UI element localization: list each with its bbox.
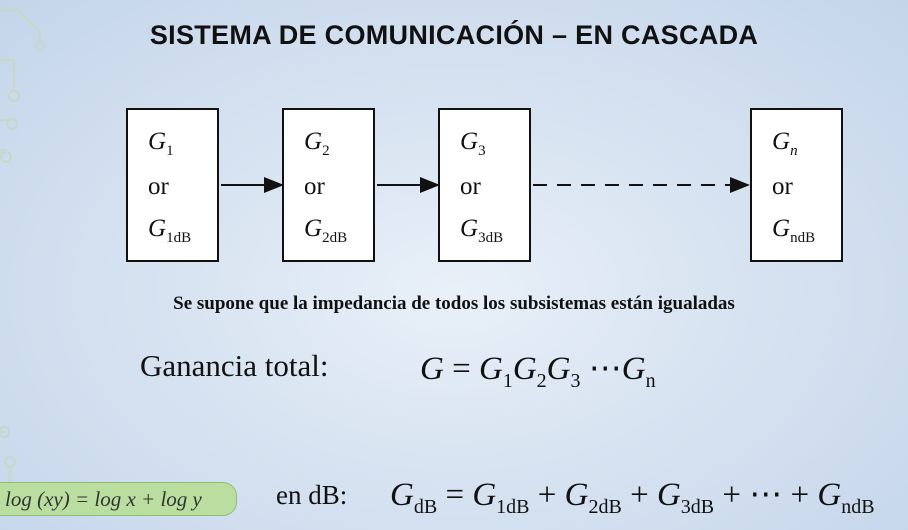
- impedance-note: Se supone que la impedancia de todos los…: [173, 293, 735, 314]
- block-gain-label: G2: [304, 128, 330, 159]
- gain-block-3: G3 or G3dB: [438, 108, 531, 262]
- block-db-label: G1dB: [148, 215, 192, 246]
- db-gain-formula: GdB = G1dB + G2dB + G3dB + ⋯ + GndB: [390, 477, 875, 518]
- total-gain-formula: G = G1G2G3 ⋯Gn: [420, 351, 656, 392]
- block-db-label: GndB: [772, 215, 816, 246]
- circuit-decoration: [0, 9, 45, 482]
- db-gain-label: en dB:: [276, 480, 348, 510]
- gain-block-1: G1 or G1dB: [126, 108, 219, 262]
- block-db-label: G2dB: [304, 215, 348, 246]
- block-or-label: or: [304, 173, 325, 200]
- gain-block-n: Gn or GndB: [750, 108, 843, 262]
- gain-block-2: G2 or G2dB: [282, 108, 375, 262]
- block-gain-label: G3: [460, 128, 486, 159]
- block-or-label: or: [148, 173, 169, 200]
- page-title: SISTEMA DE COMUNICACIÓN – EN CASCADA: [149, 20, 759, 50]
- block-gain-label: G1: [148, 128, 174, 159]
- block-or-label: or: [460, 173, 481, 200]
- block-db-label: G3dB: [460, 215, 504, 246]
- total-gain-label: Ganancia total:: [140, 348, 329, 383]
- block-or-label: or: [772, 173, 793, 200]
- log-identity-badge: log (xy) = log x + log y: [0, 482, 237, 516]
- block-gain-label: Gn: [772, 128, 798, 159]
